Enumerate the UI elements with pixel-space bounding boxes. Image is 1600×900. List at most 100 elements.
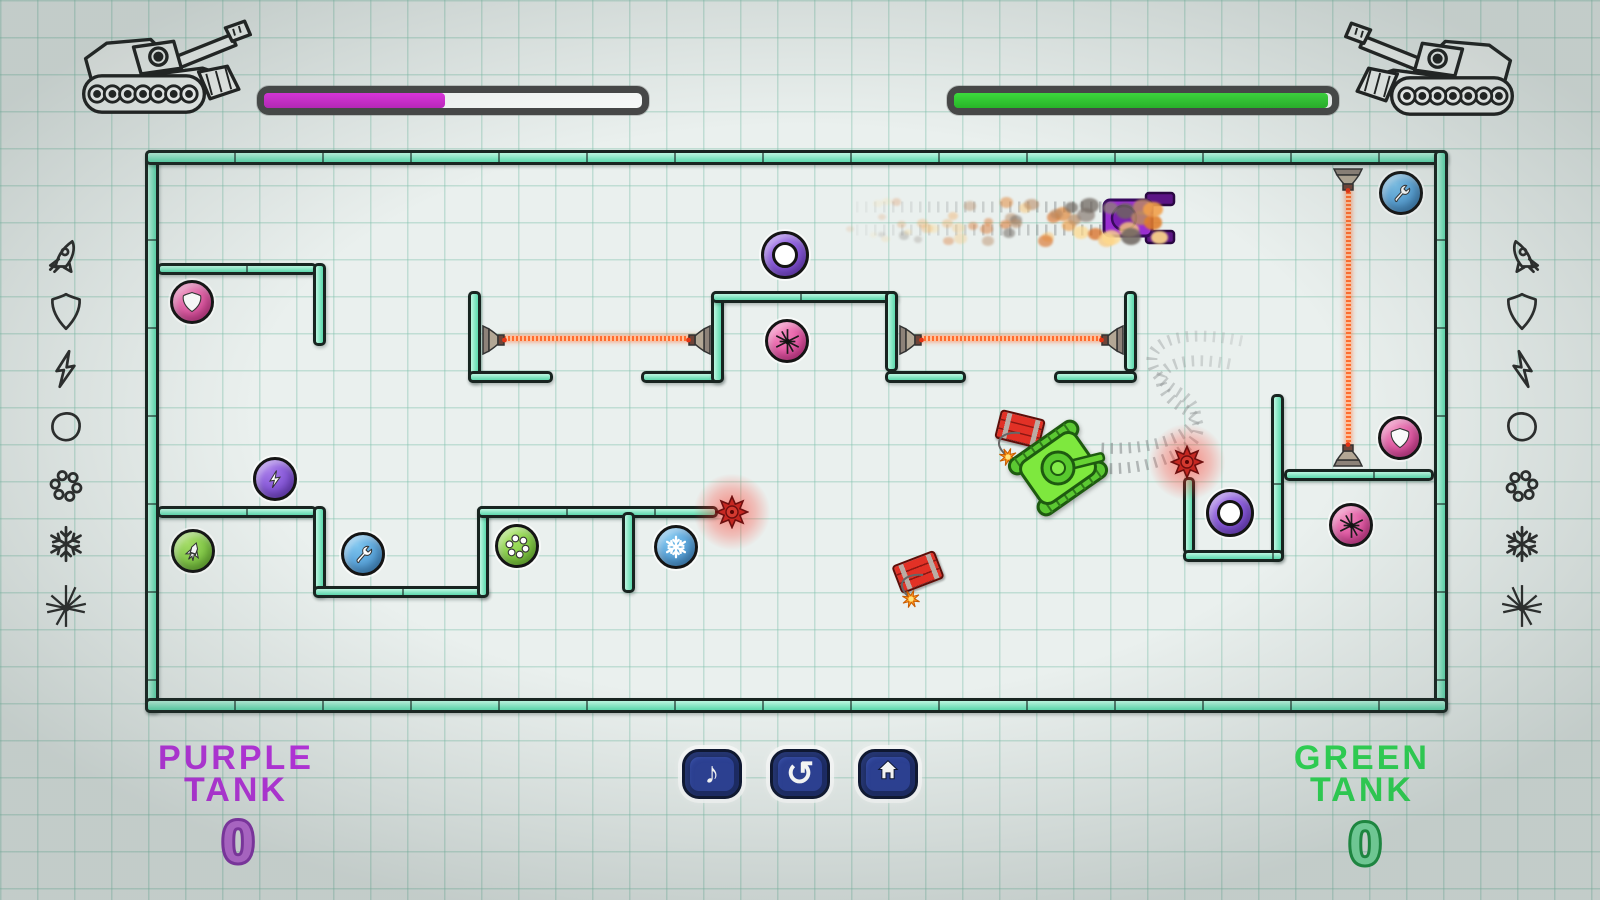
arena-wall — [1124, 291, 1137, 372]
arena-wall — [622, 512, 635, 593]
mine-hazard — [714, 494, 750, 534]
sidebar-scatter-icon — [43, 463, 89, 509]
fire-particle — [897, 221, 906, 229]
powerup-shield — [1378, 416, 1422, 460]
fire-particle — [869, 231, 878, 238]
tnt-fuse — [990, 429, 1024, 468]
fire-particle — [1046, 212, 1061, 223]
powerup-ring — [1206, 489, 1254, 537]
fire-particle — [954, 233, 968, 244]
purple-tank-label: PURPLE TANK — [106, 741, 366, 809]
powerup-scatter — [495, 524, 539, 568]
fire-particle — [1077, 208, 1095, 223]
fire-particle — [1019, 203, 1032, 214]
sidebar-burst-icon — [1499, 583, 1545, 629]
sidebar-rocket-icon — [43, 233, 89, 279]
arena-wall — [157, 263, 317, 275]
arena-wall — [1183, 550, 1284, 562]
fire-particle — [914, 236, 922, 243]
green-tank-track-marks — [1095, 355, 1232, 475]
sidebar-shield-icon — [43, 289, 89, 335]
powerup-ring — [761, 231, 809, 279]
green-tank-track-marks — [1099, 330, 1244, 454]
fire-particle — [1062, 220, 1076, 232]
fire-particle — [903, 228, 913, 236]
fire-particle — [1041, 232, 1054, 242]
arena-wall — [313, 263, 326, 346]
arena-wall — [468, 291, 481, 383]
arena-wall — [1434, 150, 1448, 713]
sidebar-lightning-icon — [1499, 346, 1545, 392]
green-name-line1: GREEN — [1294, 739, 1430, 777]
fire-particle — [1024, 198, 1039, 211]
arena-wall — [477, 506, 489, 598]
powerup-shield — [170, 280, 214, 324]
green-health-fill — [954, 93, 1329, 108]
sidebar-snowflake-icon — [1499, 521, 1545, 567]
mine-hazard — [1169, 444, 1205, 484]
restart-button[interactable]: ↺ — [770, 749, 830, 799]
fire-particle — [943, 237, 954, 246]
fire-particle — [964, 201, 976, 211]
music-button[interactable]: ♪ — [682, 749, 742, 799]
fire-particle — [968, 221, 979, 230]
fire-particle — [921, 223, 933, 234]
arena-wall — [145, 150, 1448, 165]
sidebar-burst-icon — [43, 583, 89, 629]
fire-particle — [983, 218, 993, 226]
fire-particle — [980, 223, 994, 235]
arena-wall — [711, 291, 898, 303]
sidebar-rocket-icon — [1499, 233, 1545, 279]
sidebar-snowflake-icon — [43, 521, 89, 567]
powerup-snowflake — [654, 525, 698, 569]
sidebar-lightning-icon — [43, 346, 89, 392]
arena-wall — [1271, 394, 1284, 561]
fire-particle — [1000, 219, 1012, 229]
fire-particle — [898, 231, 910, 240]
sidebar-circle-icon — [43, 404, 89, 450]
green-health-bar — [947, 86, 1339, 115]
powerup-lightning — [253, 457, 297, 501]
arena-wall — [145, 150, 159, 713]
laser-emitter — [1332, 167, 1364, 193]
laser-emitter — [898, 324, 924, 356]
purple-health-bar — [257, 86, 649, 115]
fire-particle — [881, 197, 892, 206]
arena-wall — [145, 698, 1448, 713]
fire-particle — [873, 199, 883, 208]
fire-particle — [981, 236, 994, 246]
fire-particle — [878, 213, 887, 221]
arena-wall — [885, 371, 966, 383]
arena-wall — [1284, 469, 1434, 481]
fuse-spark — [901, 589, 921, 614]
green-player-tank-sprite — [1338, 20, 1520, 126]
powerup-burst — [765, 319, 809, 363]
home-icon — [873, 755, 903, 793]
restart-icon: ↺ — [785, 755, 815, 793]
fire-particle — [1009, 215, 1022, 225]
fire-particle — [1067, 214, 1082, 226]
powerup-rocket — [171, 529, 215, 573]
fire-particle — [878, 232, 885, 238]
fire-particle — [881, 235, 890, 243]
fire-particle — [1005, 212, 1018, 223]
purple-score: 0 — [219, 807, 257, 878]
laser-emitter — [1332, 442, 1364, 468]
green-tank-label: GREEN TANK — [1232, 739, 1492, 809]
sidebar-circle-icon — [1499, 404, 1545, 450]
fire-particle — [1073, 226, 1090, 240]
home-button[interactable] — [858, 749, 918, 799]
arena-wall — [468, 371, 553, 383]
ring-hole — [1217, 500, 1243, 526]
powerup-wrench — [341, 532, 385, 576]
green-name-line2: TANK — [1310, 771, 1414, 809]
fire-particle — [1002, 228, 1016, 238]
powerup-burst — [1329, 503, 1373, 547]
fire-particle — [891, 198, 902, 207]
purple-health-fill — [264, 93, 446, 108]
green-tank — [1003, 415, 1113, 526]
purple-name-line2: TANK — [184, 771, 288, 809]
fire-particle — [917, 219, 928, 228]
purple-player-tank-sprite — [76, 18, 258, 124]
